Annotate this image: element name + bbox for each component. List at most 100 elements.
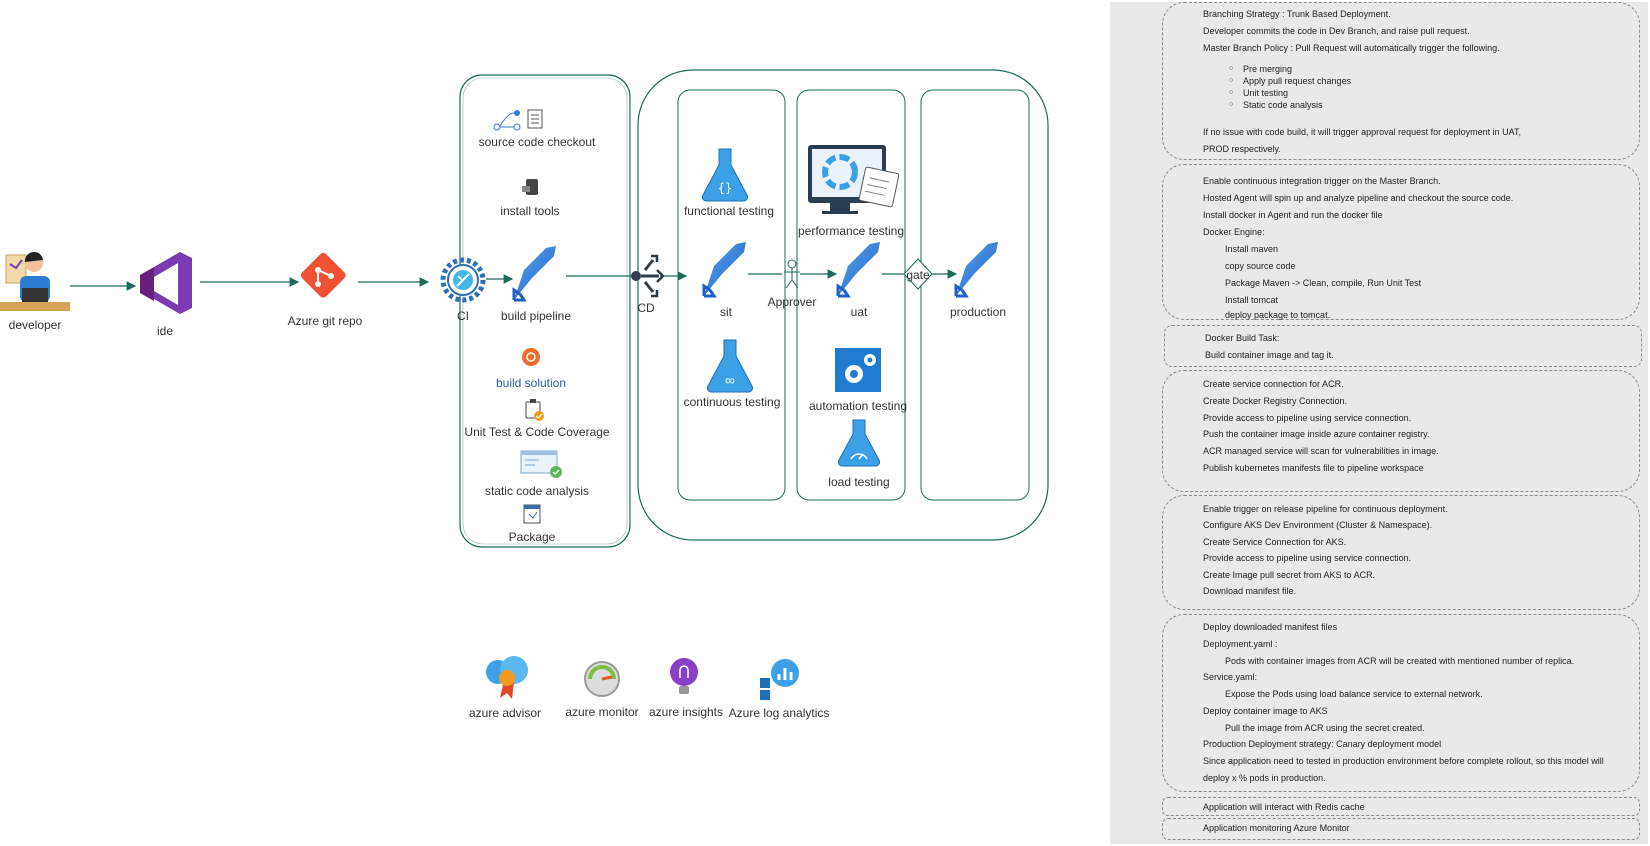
note-deployment: Deploy downloaded manifest files Deploym… bbox=[1162, 614, 1640, 792]
note-line: Build container image and tag it. bbox=[1205, 350, 1334, 360]
continuous-testing-flask-icon: ∞ bbox=[706, 339, 754, 393]
note-line: Create Image pull secret from AKS to ACR… bbox=[1203, 570, 1376, 580]
note-line: copy source code bbox=[1225, 261, 1296, 271]
note-line: Developer commits the code in Dev Branch… bbox=[1203, 26, 1470, 36]
note-line: Create service connection for ACR. bbox=[1203, 379, 1344, 389]
azure-advisor-label: azure advisor bbox=[468, 706, 542, 720]
note-line: Pull the image from ACR using the secret… bbox=[1225, 723, 1425, 733]
note-docker-build: Docker Build Task: Build container image… bbox=[1164, 325, 1642, 367]
approver-person-icon bbox=[784, 259, 800, 289]
note-line: Application monitoring Azure Monitor bbox=[1203, 823, 1350, 833]
package-label: Package bbox=[508, 530, 556, 544]
note-line: Deploy downloaded manifest files bbox=[1203, 622, 1338, 632]
functional-testing-flask-icon: {} bbox=[701, 148, 749, 202]
static-code-analysis-label: static code analysis bbox=[484, 484, 590, 498]
azure-advisor-icon bbox=[486, 656, 528, 699]
source-control-icon bbox=[493, 109, 543, 131]
note-line: Deploy container image to AKS bbox=[1203, 706, 1328, 716]
production-label: production bbox=[949, 305, 1007, 319]
note-line: Pods with container images from ACR will… bbox=[1225, 656, 1575, 666]
note-line: ACR managed service will scan for vulner… bbox=[1203, 446, 1439, 456]
azure-log-analytics-icon bbox=[760, 659, 799, 700]
build-pipeline-icon bbox=[512, 246, 556, 302]
pipeline-diagram: {} ∞ bbox=[0, 69, 1049, 700]
note-acr: Create service connection for ACR. Creat… bbox=[1162, 370, 1640, 492]
developer-label: developer bbox=[8, 318, 62, 332]
source-code-checkout-label: source code checkout bbox=[478, 135, 596, 149]
note-bullet: Pre merging bbox=[1229, 64, 1292, 74]
ci-gear-icon bbox=[440, 257, 486, 303]
visual-studio-icon bbox=[140, 252, 192, 314]
uat-label: uat bbox=[850, 305, 868, 319]
note-line: Branching Strategy : Trunk Based Deploym… bbox=[1203, 9, 1391, 19]
developer-icon bbox=[0, 251, 70, 311]
sit-pipeline-icon bbox=[702, 242, 746, 298]
load-testing-label: load testing bbox=[828, 475, 890, 489]
note-line: If no issue with code build, it will tri… bbox=[1203, 127, 1521, 137]
load-testing-flask-icon bbox=[837, 419, 881, 467]
build-pipeline-label: build pipeline bbox=[500, 309, 572, 323]
sit-env-box bbox=[677, 89, 786, 501]
note-line: Production Deployment strategy: Canary d… bbox=[1203, 739, 1442, 749]
azure-insights-icon bbox=[670, 658, 698, 694]
note-monitoring: Application monitoring Azure Monitor bbox=[1162, 818, 1640, 840]
azure-log-analytics-label: Azure log analytics bbox=[728, 706, 830, 720]
note-line: Since application need to tested in prod… bbox=[1203, 756, 1604, 766]
automation-testing-label: automation testing bbox=[808, 399, 908, 413]
unit-test-icon bbox=[525, 399, 544, 421]
note-continuous-integration: Enable continuous integration trigger on… bbox=[1162, 164, 1640, 320]
build-solution-label: build solution bbox=[495, 376, 567, 390]
azure-git-repo-label: Azure git repo bbox=[287, 314, 363, 328]
note-line: Install docker in Agent and run the dock… bbox=[1203, 210, 1383, 220]
note-release-pipeline: Enable trigger on release pipeline for c… bbox=[1162, 495, 1640, 610]
azure-insights-label: azure insights bbox=[648, 705, 724, 719]
note-line: Provide access to pipeline using service… bbox=[1203, 413, 1412, 423]
install-tools-icon bbox=[522, 179, 538, 195]
note-line: Provide access to pipeline using service… bbox=[1203, 553, 1412, 563]
note-line: Expose the Pods using load balance servi… bbox=[1225, 689, 1483, 699]
svg-text:{}: {} bbox=[718, 181, 732, 195]
note-line: PROD respectively. bbox=[1203, 144, 1281, 154]
note-line: Push the container image inside azure co… bbox=[1203, 429, 1430, 439]
uat-env-box bbox=[796, 89, 906, 501]
static-analysis-icon bbox=[520, 450, 562, 478]
build-solution-icon bbox=[522, 348, 540, 366]
note-line: Create Docker Registry Connection. bbox=[1203, 396, 1348, 406]
note-line: Enable trigger on release pipeline for c… bbox=[1203, 504, 1448, 514]
note-line: Package Maven -> Clean, compile, Run Uni… bbox=[1225, 278, 1422, 288]
note-line: Install maven bbox=[1225, 244, 1279, 254]
functional-testing-label: functional testing bbox=[683, 204, 775, 218]
gate-label: gate bbox=[906, 268, 930, 282]
ci-stage-box bbox=[459, 74, 631, 548]
note-bullet: Apply pull request changes bbox=[1229, 76, 1351, 86]
ci-stage-box-inner bbox=[462, 77, 628, 545]
production-env-box bbox=[920, 89, 1030, 501]
uat-pipeline-icon bbox=[836, 242, 880, 298]
note-line: Download manifest file. bbox=[1203, 586, 1297, 596]
azure-monitor-label: azure monitor bbox=[565, 705, 639, 719]
git-icon bbox=[300, 252, 346, 298]
ci-label: CI bbox=[457, 309, 469, 323]
note-line: Install tomcat bbox=[1225, 295, 1279, 305]
note-line: Master Branch Policy : Pull Request will… bbox=[1203, 43, 1500, 53]
note-line: Configure AKS Dev Environment (Cluster &… bbox=[1203, 520, 1433, 530]
note-line: Deployment.yaml : bbox=[1203, 639, 1278, 649]
note-line: Enable continuous integration trigger on… bbox=[1203, 176, 1441, 186]
production-pipeline-icon bbox=[954, 242, 998, 298]
note-line: Service.yaml: bbox=[1203, 672, 1258, 682]
cd-label: CD bbox=[637, 301, 655, 315]
note-bullet: Unit testing bbox=[1229, 88, 1288, 98]
note-line: deploy x % pods in production. bbox=[1203, 773, 1326, 783]
performance-testing-label: performance testing bbox=[797, 224, 905, 238]
package-icon bbox=[523, 504, 541, 524]
note-line: Create Service Connection for AKS. bbox=[1203, 537, 1347, 547]
svg-text:∞: ∞ bbox=[725, 372, 735, 388]
performance-monitor-icon bbox=[808, 145, 900, 214]
note-redis: Application will interact with Redis cac… bbox=[1162, 797, 1640, 816]
cd-split-icon bbox=[631, 254, 665, 298]
unit-test-label: Unit Test & Code Coverage bbox=[464, 425, 610, 439]
ide-label: ide bbox=[156, 324, 174, 338]
note-line: Docker Build Task: bbox=[1205, 333, 1280, 343]
automation-gears-icon bbox=[835, 348, 881, 392]
sit-label: sit bbox=[720, 305, 732, 319]
